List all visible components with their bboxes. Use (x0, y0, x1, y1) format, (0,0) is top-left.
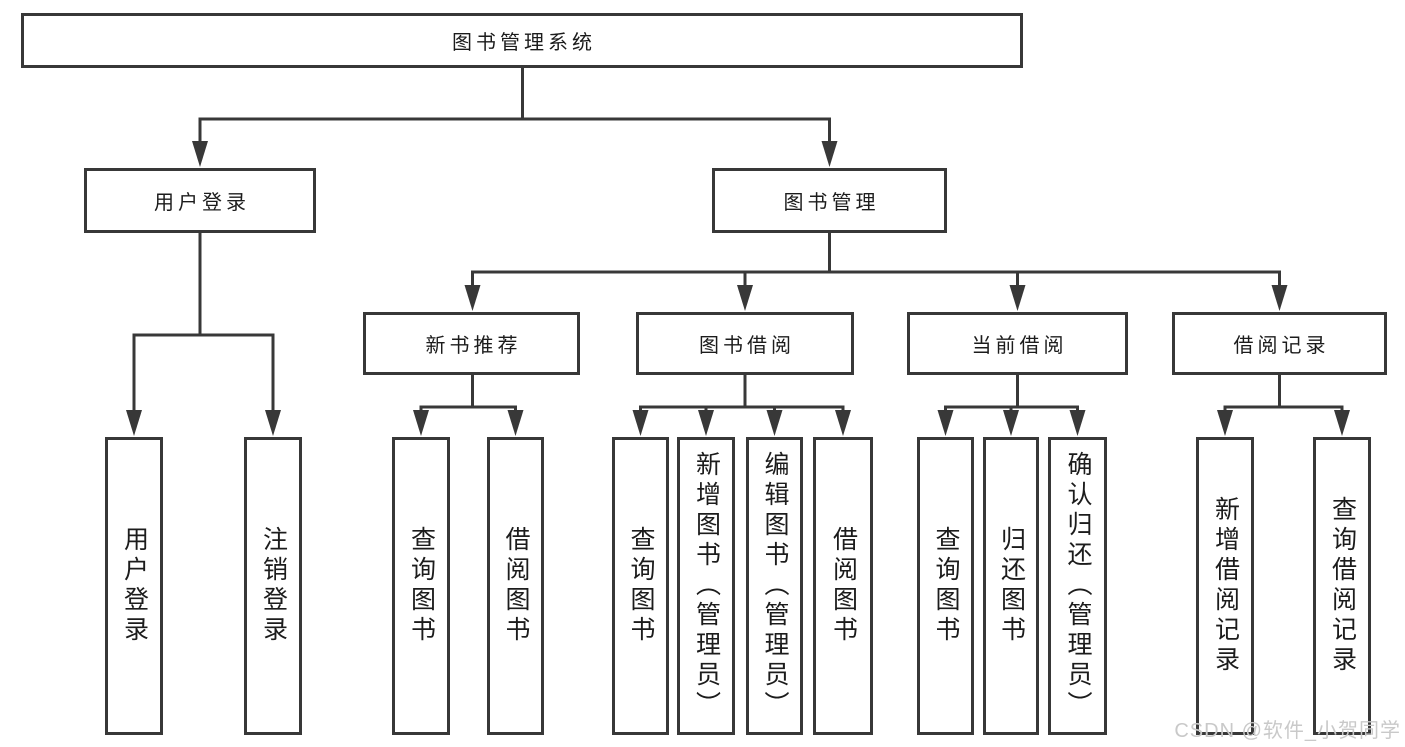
leaf-add-book-admin: 新增图书（管理员） (677, 437, 735, 735)
node-user-login-group: 用户登录 (84, 168, 316, 233)
node-book-borrow-label: 图书借阅 (699, 335, 795, 357)
node-new-book-recommend-label: 新书推荐 (425, 335, 522, 357)
leaf-return-book: 归还图书 (983, 437, 1039, 735)
leaf-borrow-book-2-label: 借阅图书 (829, 526, 858, 646)
node-root-label: 图书管理系统 (452, 32, 596, 54)
leaf-borrow-book-1-label: 借阅图书 (502, 526, 530, 646)
leaf-query-book-1-label: 查询图书 (407, 526, 436, 646)
leaf-borrow-book-1: 借阅图书 (487, 437, 544, 735)
node-current-borrow-label: 当前借阅 (971, 335, 1068, 357)
leaf-return-book-label: 归还图书 (997, 526, 1026, 646)
leaf-query-book-3-label: 查询图书 (932, 526, 960, 646)
leaf-confirm-return-admin: 确认归还（管理员） (1048, 437, 1107, 735)
leaf-user-login-label: 用户登录 (120, 526, 149, 646)
leaf-add-borrow-record-label: 新增借阅记录 (1211, 496, 1240, 676)
leaf-edit-book-admin: 编辑图书（管理员） (746, 437, 803, 735)
csdn-watermark: CSDN @软件_小贺同学 (1174, 720, 1401, 742)
leaf-query-book-2-label: 查询图书 (627, 526, 655, 646)
leaf-borrow-book-2: 借阅图书 (813, 437, 873, 735)
node-borrow-records-label: 借阅记录 (1233, 335, 1330, 357)
leaf-add-book-admin-label: 新增图书（管理员） (692, 451, 721, 721)
node-root: 图书管理系统 (21, 13, 1023, 68)
leaf-user-login: 用户登录 (105, 437, 163, 735)
node-new-book-recommend: 新书推荐 (363, 312, 580, 375)
leaf-logout: 注销登录 (244, 437, 302, 735)
leaf-add-borrow-record: 新增借阅记录 (1196, 437, 1254, 735)
node-book-management: 图书管理 (712, 168, 947, 233)
leaf-query-book-1: 查询图书 (392, 437, 450, 735)
leaf-query-borrow-record: 查询借阅记录 (1313, 437, 1371, 735)
node-borrow-records: 借阅记录 (1172, 312, 1387, 375)
node-book-borrow: 图书借阅 (636, 312, 854, 375)
node-book-management-label: 图书管理 (783, 192, 880, 214)
node-user-login-group-label: 用户登录 (154, 192, 250, 214)
node-current-borrow: 当前借阅 (907, 312, 1128, 375)
leaf-query-borrow-record-label: 查询借阅记录 (1328, 496, 1357, 676)
leaf-query-book-3: 查询图书 (917, 437, 974, 735)
leaf-query-book-2: 查询图书 (612, 437, 669, 735)
leaf-confirm-return-admin-label: 确认归还（管理员） (1064, 451, 1092, 721)
leaf-logout-label: 注销登录 (259, 526, 288, 646)
leaf-edit-book-admin-label: 编辑图书（管理员） (761, 451, 789, 721)
